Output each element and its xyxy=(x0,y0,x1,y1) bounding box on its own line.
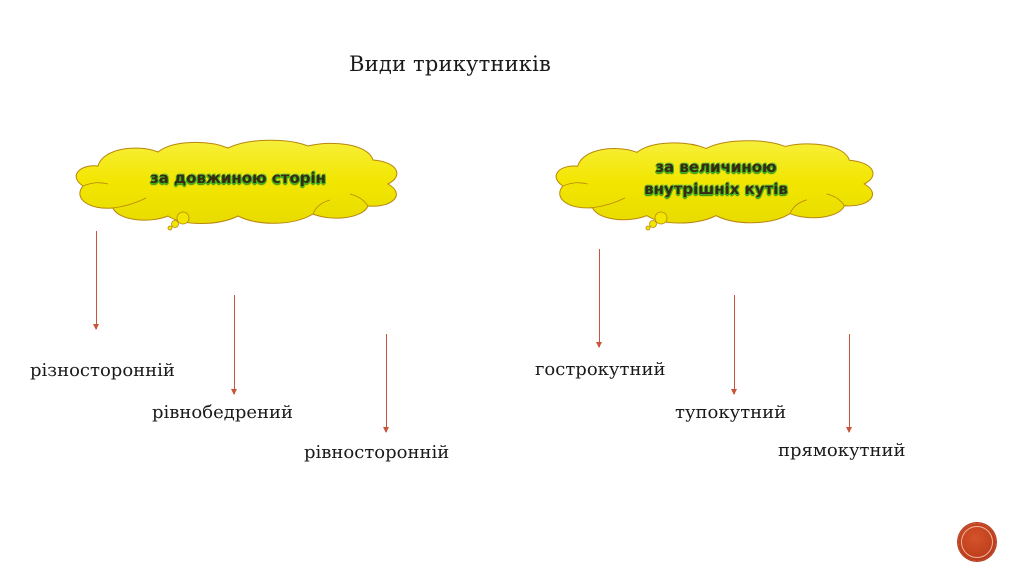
slide-title: Види трикутників xyxy=(349,52,552,76)
label-isosceles: рівнобедрений xyxy=(152,402,293,423)
cloud-callout-sides: за довжиною сторін xyxy=(68,136,408,232)
cloud-label-angles-line2: внутрішніх кутів xyxy=(644,180,788,198)
cloud-label-angles-line1: за величиною xyxy=(655,158,777,176)
cloud-shape-icon xyxy=(75,139,398,224)
cloud-shape-icon xyxy=(555,140,874,224)
cloud-label-sides: за довжиною сторін xyxy=(149,169,326,187)
arrow-down-icon xyxy=(596,249,602,348)
label-acute: гострокутний xyxy=(535,359,666,380)
thought-bubbles-icon xyxy=(167,211,190,231)
label-obtuse: тупокутний xyxy=(675,402,787,423)
label-equilateral: рівносторонній xyxy=(304,442,450,463)
circle-nav-icon[interactable] xyxy=(958,523,996,561)
label-scalene: різносторонній xyxy=(30,360,175,381)
arrow-down-icon xyxy=(846,334,852,433)
arrow-down-icon xyxy=(93,231,99,330)
thought-bubbles-icon xyxy=(645,211,668,231)
cloud-callout-angles: за величиною внутрішніх кутів xyxy=(548,136,884,232)
arrow-down-icon xyxy=(383,334,389,433)
arrow-down-icon xyxy=(231,295,237,395)
arrow-down-icon xyxy=(731,295,737,395)
label-right: прямокутний xyxy=(778,440,906,461)
